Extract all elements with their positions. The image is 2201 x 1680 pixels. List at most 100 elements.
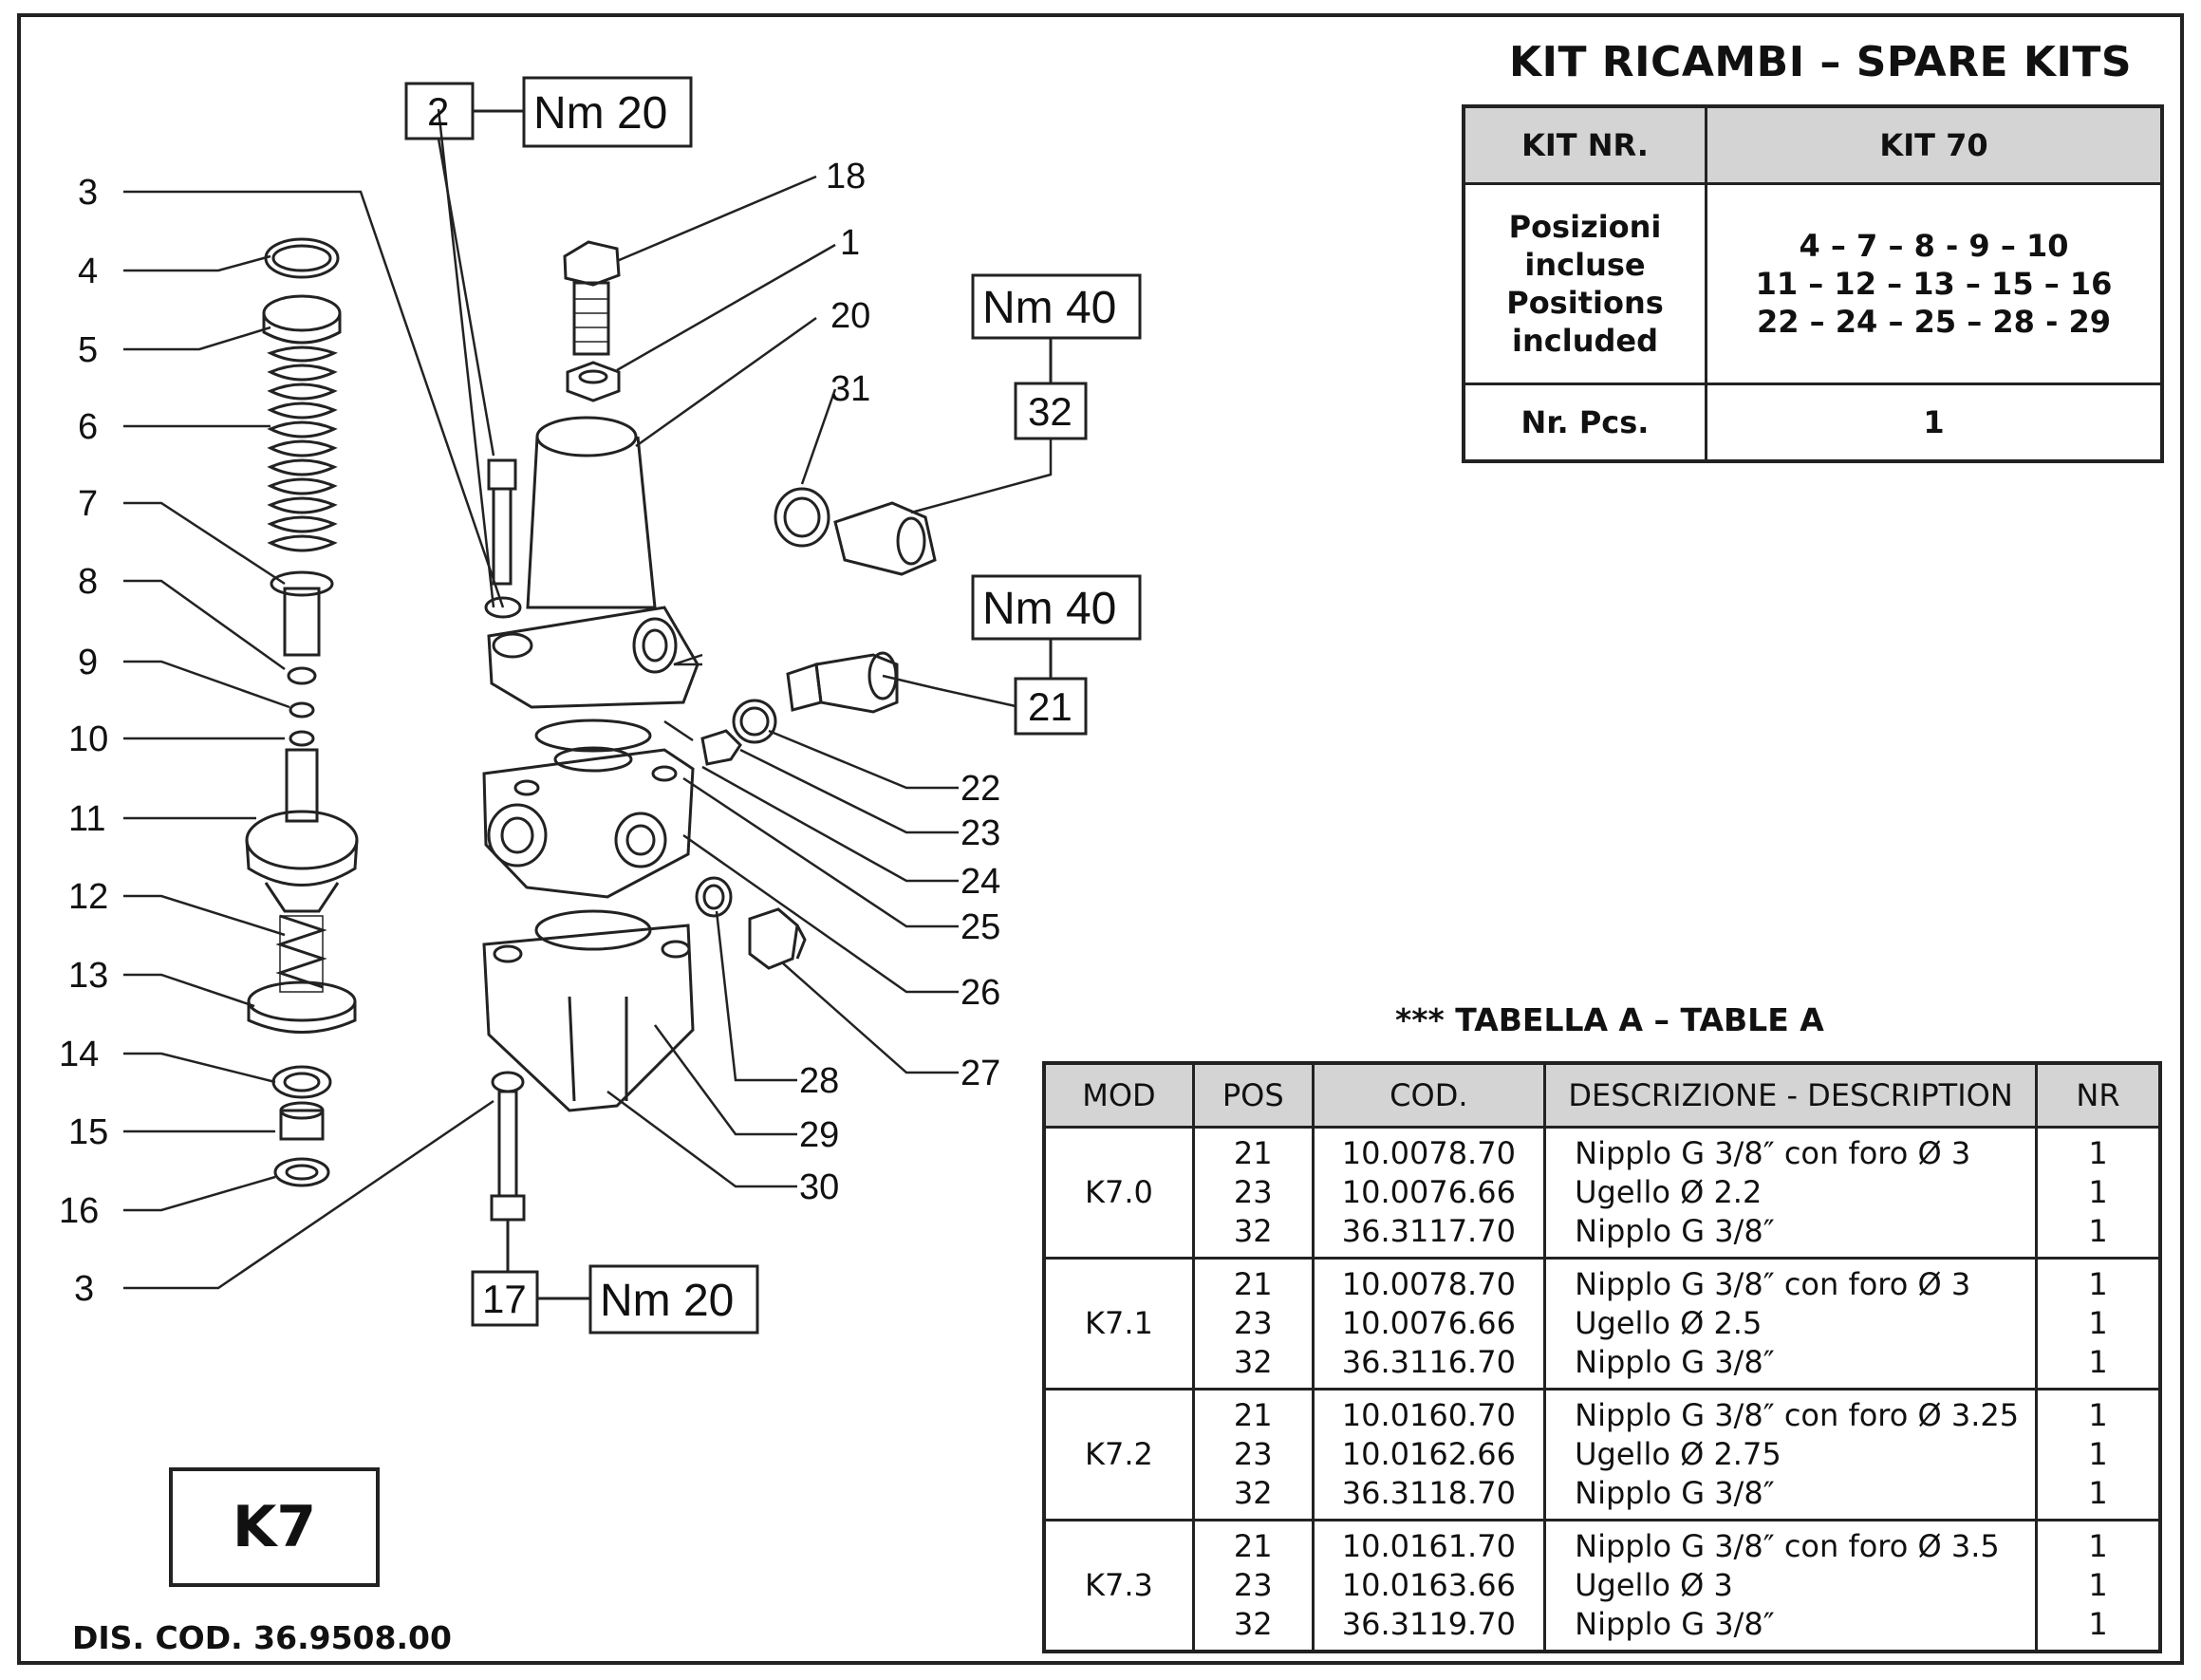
label-30: 30 [799, 1167, 839, 1207]
cell-pos-line: 23 [1233, 1567, 1273, 1603]
header-pos: POS [1191, 1061, 1315, 1129]
label-24: 24 [961, 862, 1000, 902]
cell-nr-line: 1 [2088, 1174, 2108, 1210]
cell-nr-line: 1 [2088, 1213, 2108, 1249]
drawing-sheet-border [17, 13, 2184, 1665]
cell-pos-line: 23 [1233, 1436, 1273, 1472]
cell-cod-line: 10.0160.70 [1341, 1397, 1516, 1433]
kit-section-title: KIT RICAMBI – SPARE KITS [1509, 38, 2133, 86]
cell-description-line: Nipplo G 3/8″ [1575, 1344, 1775, 1380]
pcs-label: Nr. Pcs. [1462, 383, 1707, 463]
label-26: 26 [961, 973, 1000, 1013]
label-29: 29 [799, 1115, 839, 1155]
cell-pos-line: 21 [1233, 1135, 1273, 1171]
regulator-body [482, 240, 699, 1262]
cell-nr-line: 1 [2088, 1397, 2108, 1433]
cell-description-line: Nipplo G 3/8″ [1575, 1475, 1775, 1511]
cell-cod-line: 10.0078.70 [1341, 1135, 1516, 1171]
cell-pos-line: 32 [1233, 1344, 1273, 1380]
cell-cod-line: 10.0076.66 [1341, 1305, 1516, 1341]
cell-pos-line: 21 [1233, 1266, 1273, 1302]
pcs-value: 1 [1705, 383, 2164, 463]
valve-spring-stack [245, 237, 359, 1187]
kit-header-label: KIT NR. [1462, 104, 1707, 185]
label-27: 27 [961, 1054, 1000, 1093]
label-12: 12 [68, 877, 108, 917]
cell-description-line: Nipplo G 3/8″ con foro Ø 3 [1575, 1135, 1971, 1171]
label-1: 1 [840, 223, 860, 263]
cell-cod-line: 10.0161.70 [1341, 1528, 1516, 1564]
cell-cod-line: 10.0163.66 [1341, 1567, 1516, 1603]
positions-value-cell: 4 – 7 – 8 - 9 – 10 11 – 12 – 13 – 15 – 1… [1705, 182, 2164, 385]
cell-description-line: Ugello Ø 3 [1575, 1567, 1733, 1603]
torque-label-2: Nm 20 [533, 88, 667, 139]
cell-description-line: Nipplo G 3/8″ con foro Ø 3 [1575, 1266, 1971, 1302]
cell-pos-line: 23 [1233, 1174, 1273, 1210]
boxed-label-2: 2 [427, 89, 449, 134]
header-nr: NR [2035, 1061, 2162, 1129]
cell-description-line: Nipplo G 3/8″ con foro Ø 3.25 [1575, 1397, 2020, 1433]
cell-cod-line: 36.3118.70 [1341, 1475, 1516, 1511]
drawing-code: DIS. COD. 36.9508.00 [72, 1619, 452, 1656]
positions-label-line: Posizioni [1508, 209, 1662, 245]
label-23: 23 [961, 813, 1000, 853]
cell-cod-line: 36.3116.70 [1341, 1344, 1516, 1380]
torque-label-17: Nm 20 [600, 1276, 734, 1326]
header-cod: COD. [1311, 1061, 1547, 1129]
kit-header-value: KIT 70 [1705, 104, 2164, 185]
label-4: 4 [78, 252, 98, 291]
label-3-top: 3 [78, 173, 98, 213]
cell-pos-line: 32 [1233, 1475, 1273, 1511]
positions-label-line: incluse [1524, 247, 1646, 283]
label-14: 14 [59, 1035, 99, 1074]
positions-value-line: 22 – 24 – 25 – 28 - 29 [1756, 304, 2112, 340]
cell-pos-line: 32 [1233, 1606, 1273, 1642]
label-20: 20 [830, 296, 870, 336]
cell-nr-line: 1 [2088, 1436, 2108, 1472]
label-13: 13 [68, 956, 108, 996]
header-mod: MOD [1042, 1061, 1195, 1129]
positions-value-line: 4 – 7 – 8 - 9 – 10 [1799, 228, 2069, 264]
leader-lines-right [606, 175, 959, 1188]
table-a: MOD POS COD. DESCRIZIONE - DESCRIPTION N… [1042, 1061, 2162, 1653]
label-25: 25 [961, 907, 1000, 947]
cell-description-line: Ugello Ø 2.2 [1575, 1174, 1763, 1210]
cell-description-line: Nipplo G 3/8″ con foro Ø 3.5 [1575, 1528, 2000, 1564]
cell-nr-line: 1 [2088, 1606, 2108, 1642]
label-10: 10 [68, 719, 108, 759]
cell-mod: K7.0 [1042, 1127, 1195, 1260]
positions-value-line: 11 – 12 – 13 – 15 – 16 [1755, 266, 2113, 302]
boxed-label-32: 32 [1028, 389, 1073, 434]
cell-pos-line: 23 [1233, 1305, 1273, 1341]
cell-description-line: Nipplo G 3/8″ [1575, 1606, 1775, 1642]
cell-pos-line: 21 [1233, 1528, 1273, 1564]
label-16: 16 [59, 1191, 99, 1231]
cell-cod-line: 10.0078.70 [1341, 1266, 1516, 1302]
positions-label-line: included [1512, 323, 1658, 359]
cell-cod-line: 10.0162.66 [1341, 1436, 1516, 1472]
cell-nr-line: 1 [2088, 1135, 2108, 1171]
positions-label-cell: Posizioni incluse Positions included [1462, 182, 1707, 385]
cell-nr-line: 1 [2088, 1567, 2108, 1603]
cell-cod-line: 10.0076.66 [1341, 1174, 1516, 1210]
label-28: 28 [799, 1061, 839, 1101]
torque-label-32: Nm 40 [982, 283, 1116, 333]
label-8: 8 [78, 562, 98, 602]
